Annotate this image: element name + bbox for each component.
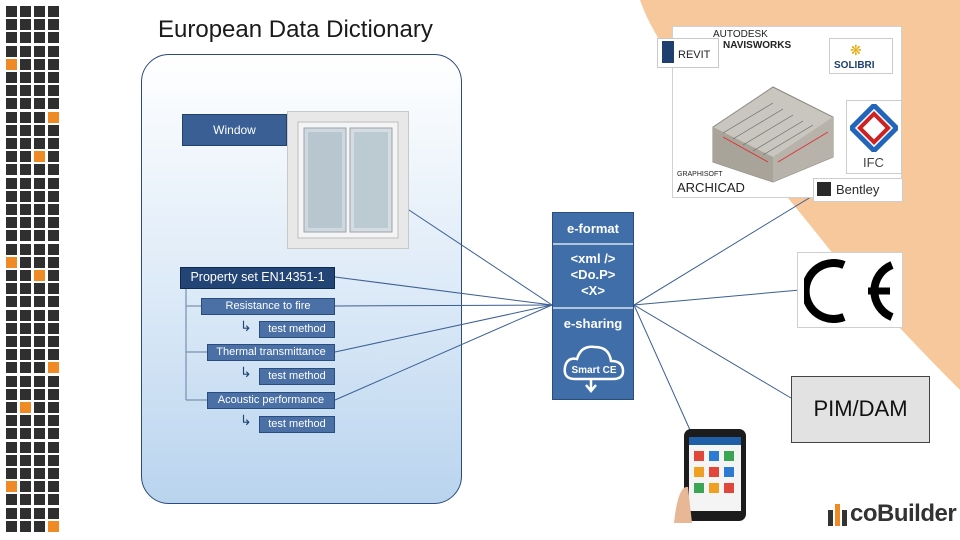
revit-icon — [662, 41, 674, 63]
graphisoft-logo: GRAPHISOFT — [677, 171, 723, 178]
e-sharing-label: e-sharing — [557, 316, 629, 331]
revit-logo: REVIT — [678, 49, 710, 61]
ce-mark-icon — [804, 257, 898, 323]
test-method-acoustic[interactable]: test method — [259, 416, 335, 433]
e-format-label: e-format — [557, 221, 629, 236]
navisworks-logo: NAVISWORKS — [723, 40, 791, 51]
ifc-logo-box: IFC — [846, 100, 902, 174]
ce-mark — [797, 252, 903, 328]
property-resistance-to-fire[interactable]: Resistance to fire — [201, 298, 335, 315]
window-icon — [288, 112, 408, 248]
window-label[interactable]: Window — [182, 114, 287, 146]
bentley-logo-box: Bentley — [813, 178, 903, 202]
test-method-thermal[interactable]: test method — [259, 368, 335, 385]
bentley-logo: Bentley — [836, 182, 879, 197]
archicad-logo: ARCHICAD — [677, 180, 745, 195]
cobuilder-wordmark: coBuilder — [850, 500, 956, 528]
e-format-column: e-format <xml /> <Do.P> <X> e-sharing Sm… — [552, 212, 634, 400]
arrow-icon: ↳ — [240, 318, 252, 335]
property-acoustic-performance[interactable]: Acoustic performance — [207, 392, 335, 409]
solibri-icon: ❋ — [850, 42, 862, 59]
pim-dam-box[interactable]: PIM/DAM — [791, 376, 930, 443]
bentley-icon — [817, 182, 831, 196]
format-x: <X> — [557, 283, 629, 298]
divider — [553, 307, 633, 309]
solibri-logo: SOLIBRI — [834, 60, 875, 71]
revit-logo-box: REVIT — [657, 38, 719, 68]
divider — [553, 243, 633, 245]
cobuilder-icon — [828, 502, 850, 526]
format-xml: <xml /> — [557, 251, 629, 266]
ifc-logo: IFC — [863, 155, 884, 170]
test-method-fire[interactable]: test method — [259, 321, 335, 338]
arrow-icon: ↳ — [240, 412, 252, 429]
smart-ce-label: Smart CE — [565, 365, 623, 376]
solibri-logo-box: ❋ SOLIBRI — [829, 38, 893, 74]
format-dop: <Do.P> — [557, 267, 629, 282]
autodesk-logo: AUTODESK — [713, 29, 768, 40]
ifc-icon — [850, 104, 898, 152]
property-thermal-transmittance[interactable]: Thermal transmittance — [207, 344, 335, 361]
arrow-icon: ↳ — [240, 364, 252, 381]
phone-icon — [674, 425, 754, 523]
smartphone-image — [674, 425, 754, 523]
building-model-image — [693, 67, 843, 187]
window-image — [287, 111, 409, 249]
property-set-label[interactable]: Property set EN14351-1 — [180, 267, 335, 289]
